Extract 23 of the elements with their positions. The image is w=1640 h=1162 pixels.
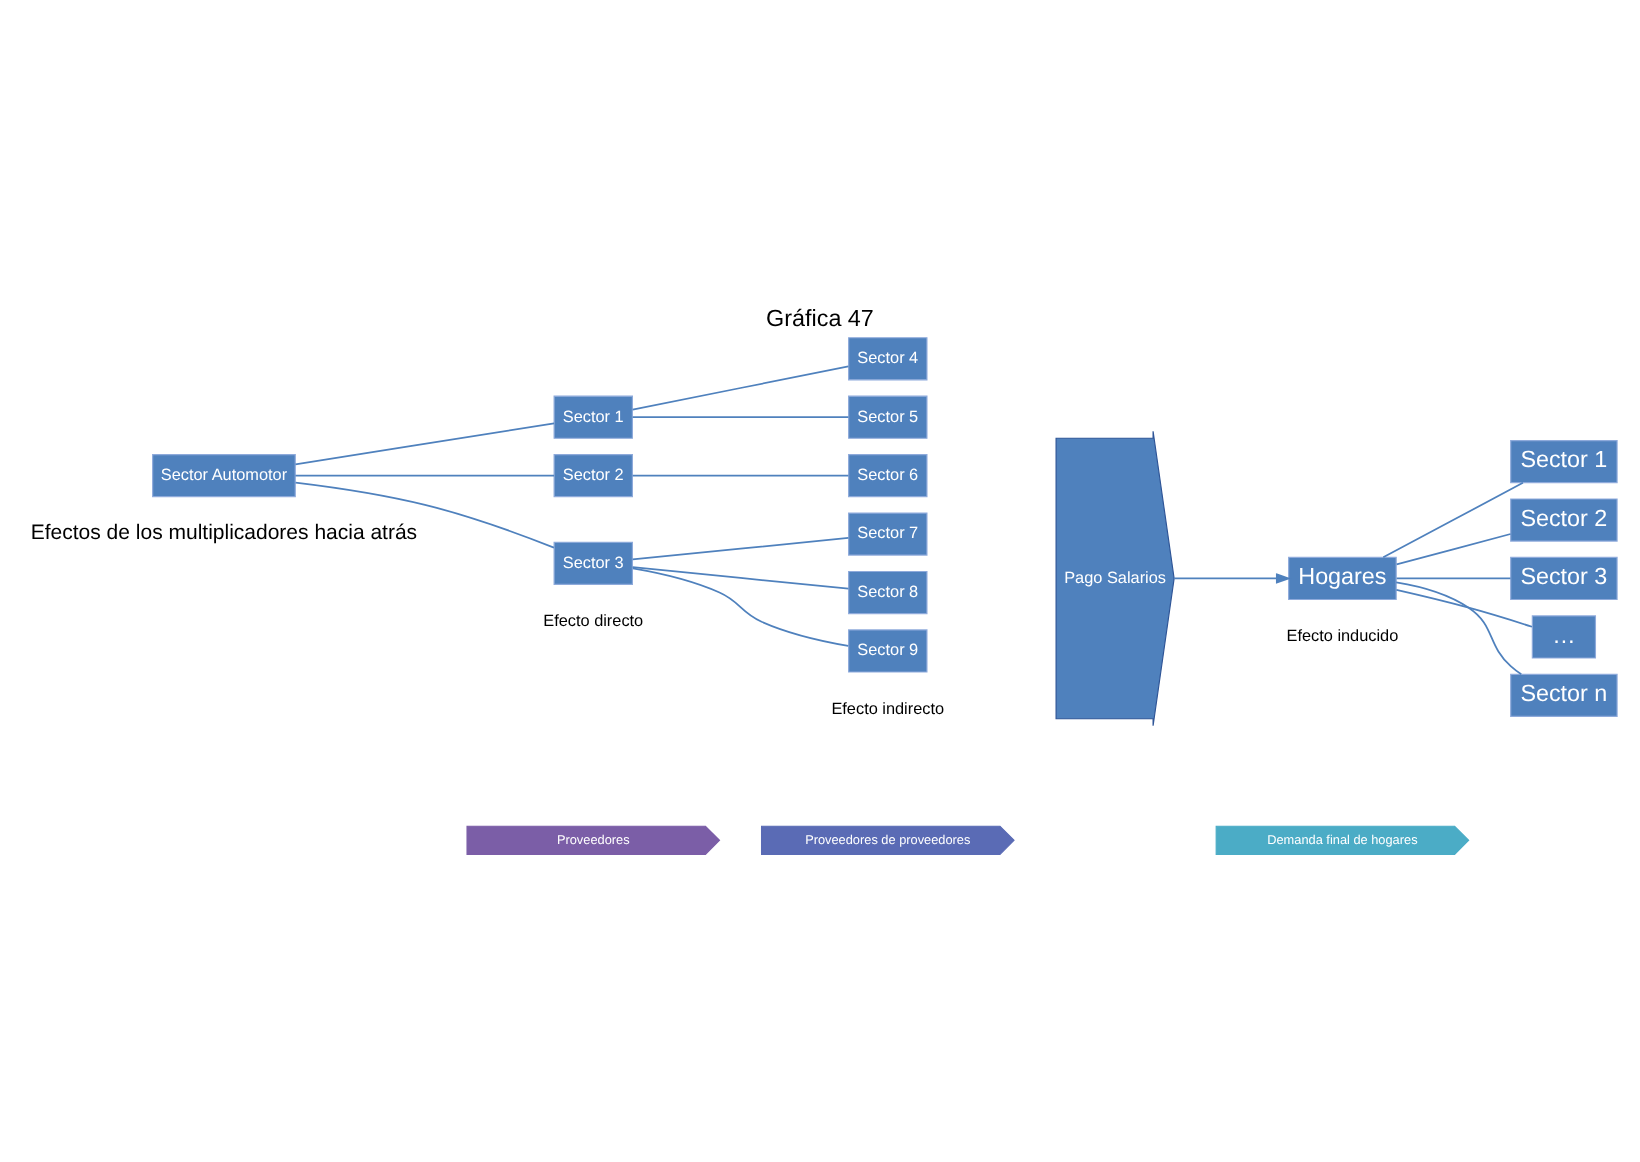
connector — [1395, 532, 1512, 565]
connector — [1382, 480, 1524, 558]
connector — [631, 364, 850, 410]
connector — [294, 480, 555, 548]
diagram-title: Gráfica 47 — [766, 305, 874, 332]
connector — [631, 415, 850, 418]
node-box: Hogares — [1288, 555, 1397, 600]
node-box: Sector 1 — [1510, 439, 1618, 483]
connector — [1395, 588, 1533, 627]
node-box: Sector n — [1510, 672, 1618, 716]
connector — [1395, 580, 1523, 675]
node-box: … — [1531, 614, 1597, 658]
label: Efectos de los multiplicadores hacia atrás — [30, 520, 418, 545]
connector — [294, 473, 555, 476]
connector — [631, 565, 850, 589]
node-box: Sector 3 — [1510, 555, 1618, 600]
connector — [631, 536, 850, 560]
connector — [631, 473, 850, 476]
connector — [631, 566, 850, 646]
connector — [1395, 576, 1512, 579]
arrow — [1173, 572, 1292, 583]
connector — [294, 421, 555, 465]
node-box: Sector 2 — [1510, 497, 1618, 541]
